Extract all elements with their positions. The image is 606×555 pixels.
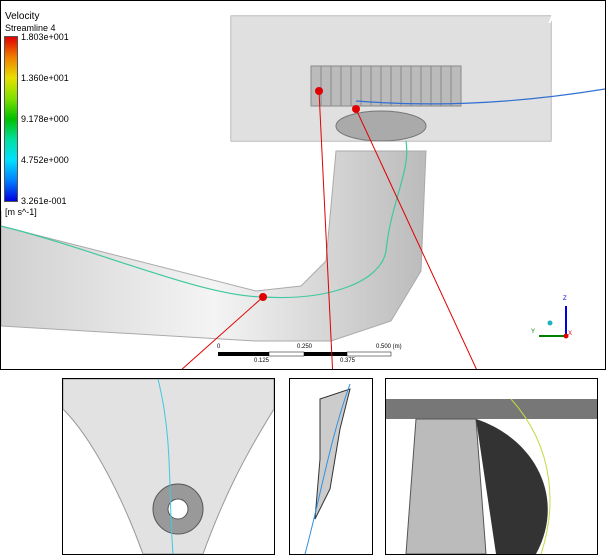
legend-tick: 1.803e+001 bbox=[21, 32, 69, 42]
legend-tick: 3.261e-001 bbox=[21, 196, 67, 206]
scale-label: 0.125 bbox=[254, 358, 270, 364]
cfd-viewport[interactable]: Velocity Streamline 4 1.803e+001 1.360e+… bbox=[0, 0, 606, 370]
scale-label: 0.250 bbox=[297, 344, 313, 350]
axis-y-label: Y bbox=[531, 329, 536, 335]
scale-label: 0.500 (m) bbox=[376, 344, 402, 350]
legend-tick: 4.752e+000 bbox=[21, 155, 69, 165]
scale-label: 0 bbox=[217, 344, 221, 350]
legend-units: [m s^-1] bbox=[5, 207, 37, 217]
probe-marker bbox=[259, 293, 267, 301]
axis-x-label: X bbox=[568, 331, 573, 337]
legend-tick: 1.360e+001 bbox=[21, 73, 69, 83]
inset-runner-detail bbox=[385, 378, 598, 555]
legend-subtitle: Streamline 4 bbox=[5, 23, 56, 33]
inset-draft-tube-detail bbox=[62, 378, 275, 555]
legend-tick: 9.178e+000 bbox=[21, 114, 69, 124]
color-bar bbox=[4, 36, 18, 202]
scale-label: 0.375 bbox=[340, 358, 356, 364]
geometry-view bbox=[1, 15, 605, 369]
axis-z-label: Z bbox=[563, 296, 567, 302]
legend-title: Velocity bbox=[5, 11, 40, 22]
inset-guide-vane-detail bbox=[289, 378, 373, 555]
